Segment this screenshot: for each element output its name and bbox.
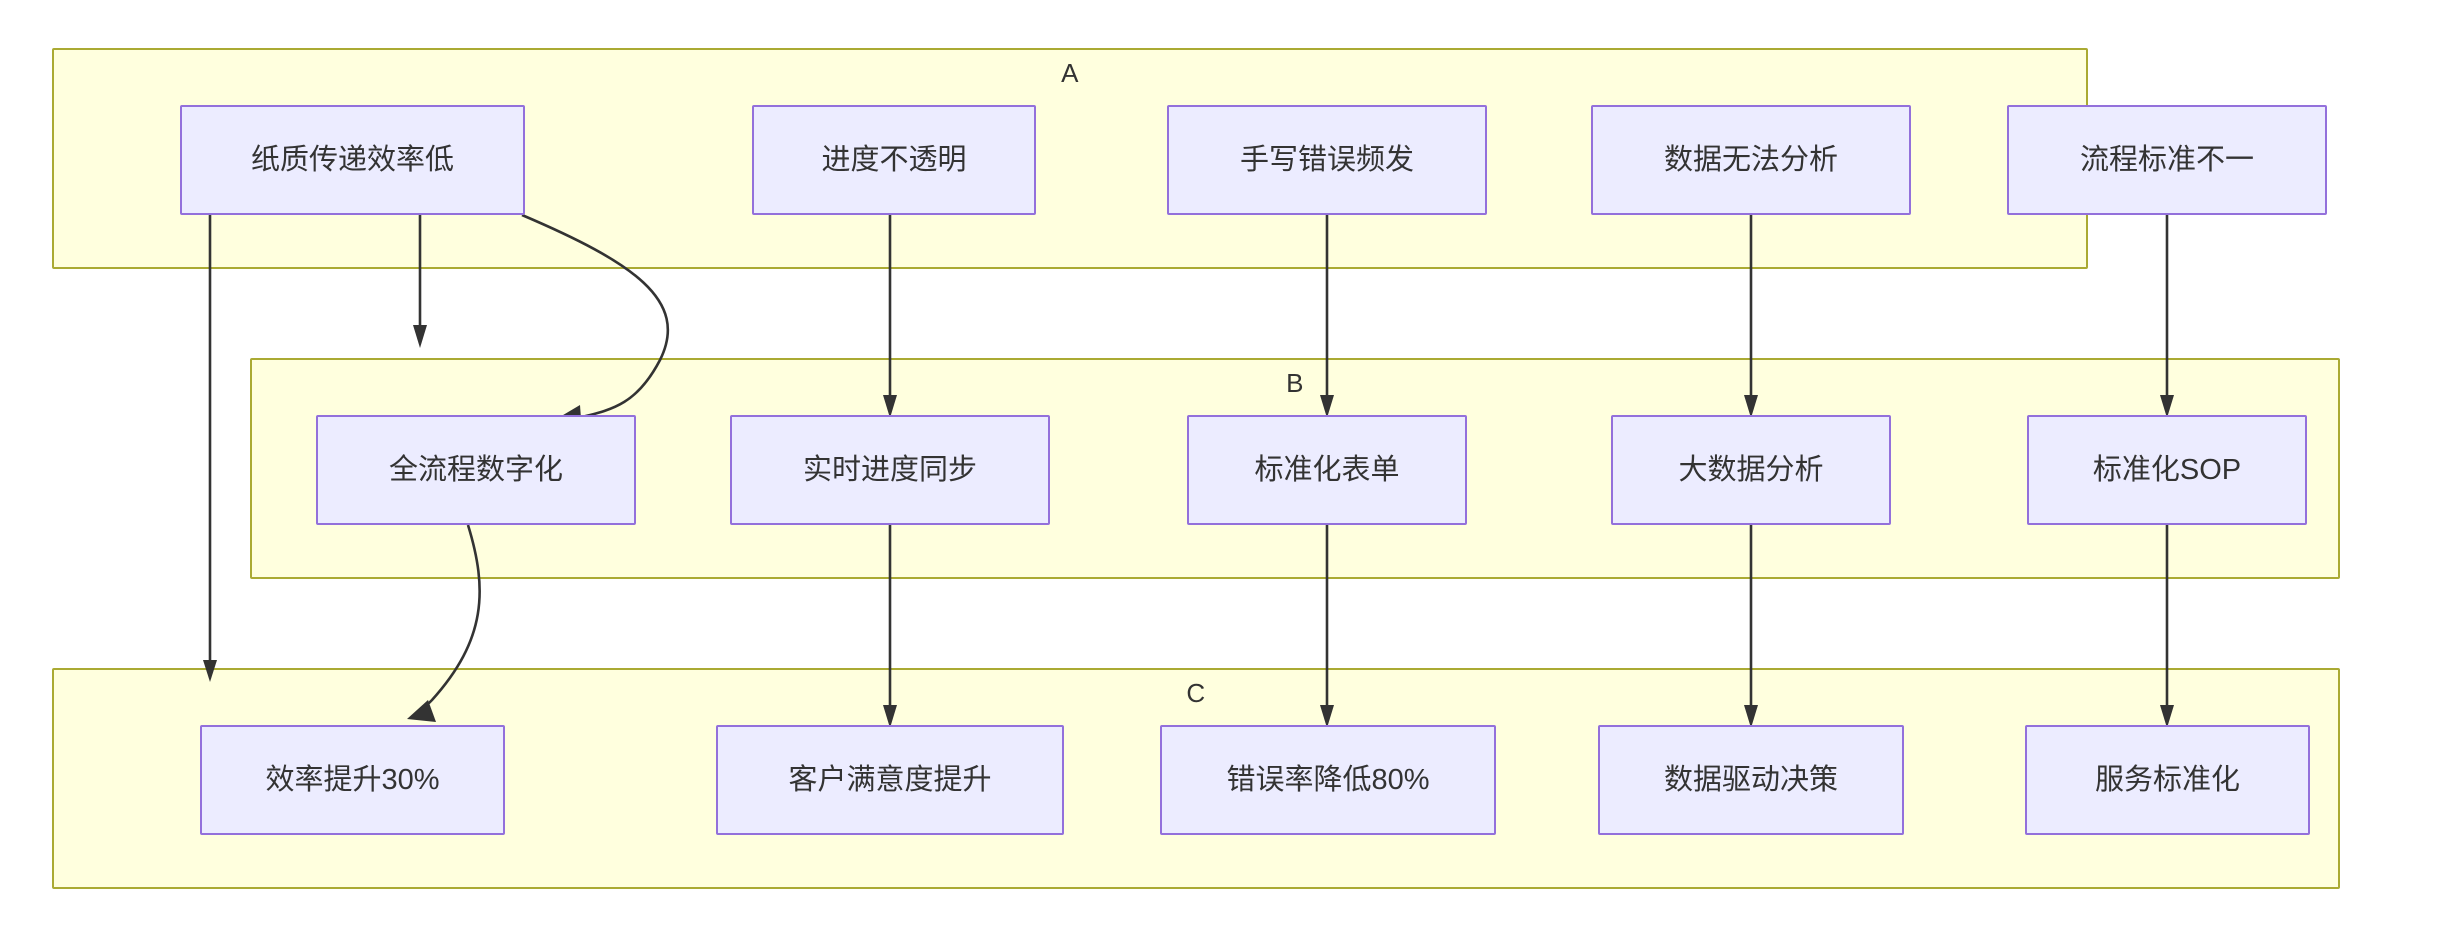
node-b1-label: 全流程数字化 <box>388 453 563 486</box>
node-b3[interactable]: 标准化表单 <box>1187 415 1467 525</box>
node-a5-label: 流程标准不一 <box>2079 143 2254 176</box>
node-c4-label: 数据驱动决策 <box>1663 763 1838 796</box>
node-b1[interactable]: 全流程数字化 <box>316 415 636 525</box>
edge-a1-b1-stub-arrowhead <box>413 325 427 348</box>
node-a3-label: 手写错误频发 <box>1239 143 1414 176</box>
node-a1-label: 纸质传递效率低 <box>250 143 454 176</box>
node-a5[interactable]: 流程标准不一 <box>2007 105 2327 215</box>
node-b2[interactable]: 实时进度同步 <box>730 415 1050 525</box>
node-b4[interactable]: 大数据分析 <box>1611 415 1891 525</box>
node-c2-label: 客户满意度提升 <box>788 763 992 796</box>
subgraph-c-label: C <box>1186 678 1206 708</box>
node-a1[interactable]: 纸质传递效率低 <box>180 105 525 215</box>
node-b2-label: 实时进度同步 <box>802 453 977 486</box>
node-b5[interactable]: 标准化SOP <box>2027 415 2307 525</box>
node-c1-label: 效率提升30% <box>265 763 440 796</box>
node-b5-label: 标准化SOP <box>2092 453 2242 486</box>
node-a3[interactable]: 手写错误频发 <box>1167 105 1487 215</box>
node-c3-label: 错误率降低80% <box>1226 763 1430 796</box>
node-a4-label: 数据无法分析 <box>1663 143 1838 176</box>
node-a4[interactable]: 数据无法分析 <box>1591 105 1911 215</box>
subgraph-a-label: A <box>1061 58 1079 88</box>
node-c5-label: 服务标准化 <box>2094 763 2240 796</box>
subgraph-b-label: B <box>1286 368 1304 398</box>
node-c5[interactable]: 服务标准化 <box>2025 725 2310 835</box>
node-b4-label: 大数据分析 <box>1678 453 1824 486</box>
node-c3[interactable]: 错误率降低80% <box>1160 725 1496 835</box>
node-c1[interactable]: 效率提升30% <box>200 725 505 835</box>
node-a2-label: 进度不透明 <box>821 143 967 176</box>
node-c4[interactable]: 数据驱动决策 <box>1598 725 1904 835</box>
node-a2[interactable]: 进度不透明 <box>752 105 1036 215</box>
node-b3-label: 标准化表单 <box>1254 453 1400 486</box>
node-c2[interactable]: 客户满意度提升 <box>716 725 1064 835</box>
